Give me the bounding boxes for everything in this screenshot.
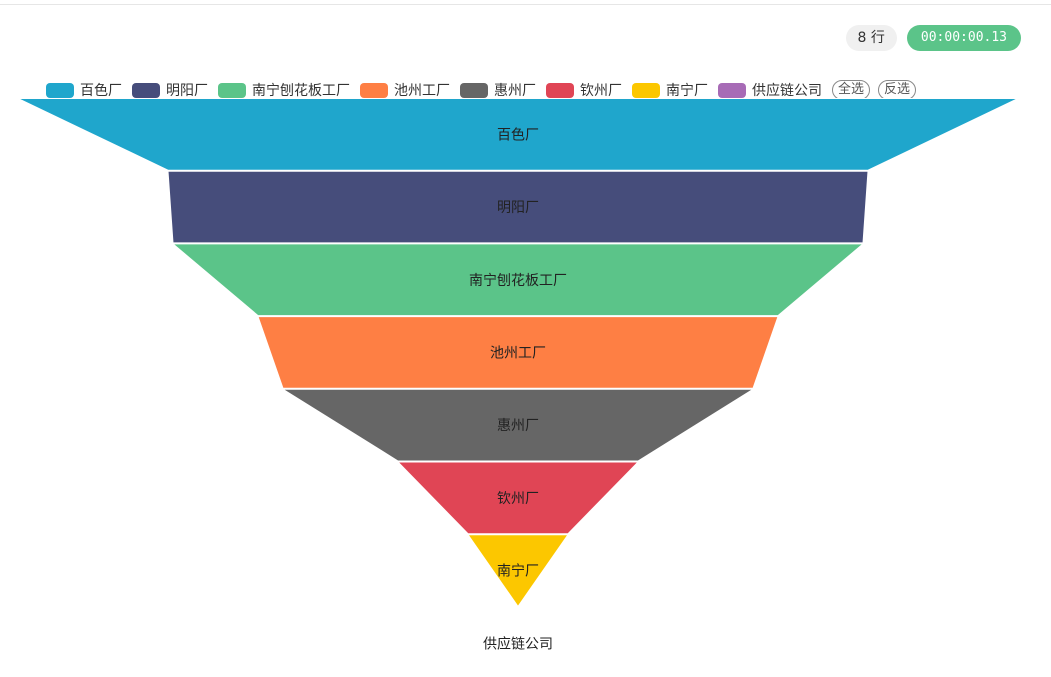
funnel-segment[interactable] <box>467 534 569 608</box>
funnel-segment[interactable] <box>257 316 779 389</box>
legend-item[interactable]: 百色厂 <box>46 80 122 100</box>
legend-swatch <box>718 82 746 98</box>
legend-label: 南宁刨花板工厂 <box>252 83 350 99</box>
legend-label: 钦州厂 <box>580 83 622 99</box>
funnel-label: 南宁刨花板工厂 <box>469 272 567 289</box>
legend-swatch <box>218 82 246 98</box>
legend-label: 南宁厂 <box>666 83 708 99</box>
row-count-badge: 8 行 <box>845 25 897 51</box>
status-bar: 8 行 00:00:00.13 <box>845 25 1021 51</box>
legend-label: 惠州厂 <box>494 83 536 99</box>
legend-label: 供应链公司 <box>752 83 822 99</box>
legend-label: 池州工厂 <box>394 83 450 99</box>
legend-swatch <box>546 82 574 98</box>
funnel-segment[interactable] <box>17 98 1019 171</box>
legend-item[interactable]: 供应链公司 <box>718 80 822 100</box>
funnel-label: 明阳厂 <box>497 200 539 216</box>
legend-item[interactable]: 南宁厂 <box>632 80 708 100</box>
legend-label: 百色厂 <box>80 83 122 99</box>
funnel-label: 惠州厂 <box>497 418 539 434</box>
funnel-segment[interactable] <box>281 388 755 462</box>
legend-swatch <box>46 82 74 98</box>
funnel-label: 百色厂 <box>497 126 539 143</box>
elapsed-time-badge: 00:00:00.13 <box>906 25 1021 51</box>
funnel-segment[interactable] <box>396 461 640 535</box>
funnel-label: 供应链公司 <box>483 635 553 652</box>
chart-legend: 百色厂明阳厂南宁刨花板工厂池州工厂惠州厂钦州厂南宁厂供应链公司全选 反选 <box>46 79 924 101</box>
legend-swatch <box>132 82 160 98</box>
legend-item[interactable]: 钦州厂 <box>546 80 622 100</box>
legend-swatch <box>632 82 660 98</box>
funnel-label: 钦州厂 <box>497 491 539 507</box>
legend-label: 明阳厂 <box>166 83 208 99</box>
legend-swatch <box>360 82 388 98</box>
legend-item[interactable]: 明阳厂 <box>132 80 208 100</box>
funnel-segment[interactable] <box>167 170 869 244</box>
funnel-segment[interactable] <box>171 243 865 317</box>
legend-item[interactable]: 惠州厂 <box>460 80 536 100</box>
funnel-label: 南宁厂 <box>497 563 539 580</box>
funnel-label: 池州工厂 <box>490 345 546 361</box>
legend-swatch <box>460 82 488 98</box>
legend-item[interactable]: 南宁刨花板工厂 <box>218 80 350 100</box>
top-divider <box>0 4 1051 5</box>
legend-item[interactable]: 池州工厂 <box>360 80 450 100</box>
